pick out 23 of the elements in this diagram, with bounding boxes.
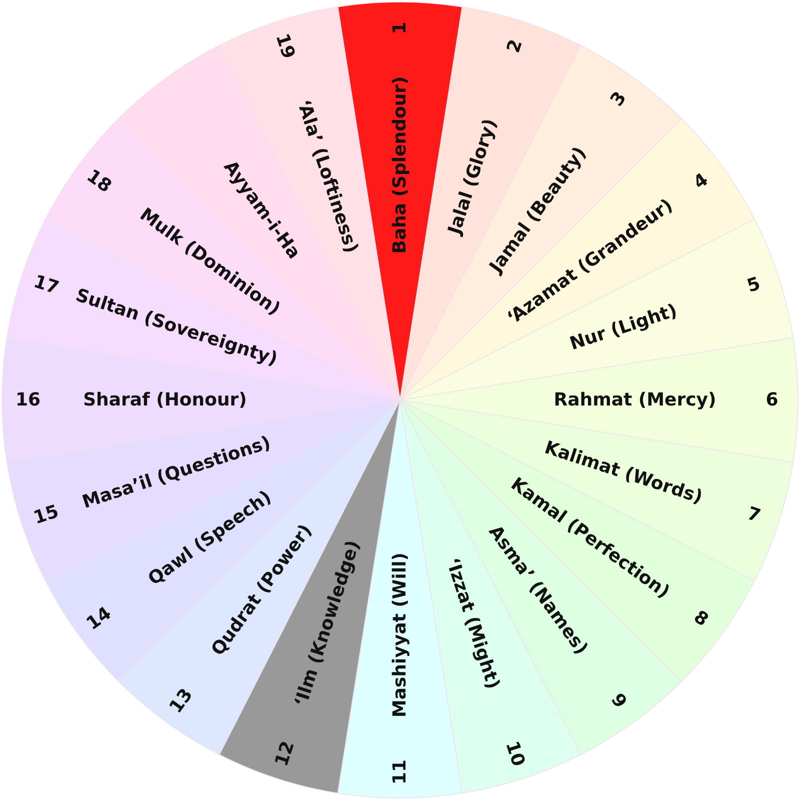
month-name: Mashiyyat (Will) xyxy=(390,552,410,718)
month-number: 16 xyxy=(15,390,41,410)
month-number: 3 xyxy=(606,88,631,110)
month-number: 9 xyxy=(606,690,631,712)
month-number: 17 xyxy=(31,271,62,299)
month-number: 7 xyxy=(744,503,763,527)
month-number: 2 xyxy=(503,37,527,56)
month-number: 19 xyxy=(271,31,299,62)
month-number: 14 xyxy=(82,602,116,635)
month-number: 18 xyxy=(82,165,116,198)
month-name: Sharaf (Honour) xyxy=(83,390,247,410)
month-number: 4 xyxy=(690,169,712,194)
month-number: 8 xyxy=(690,606,712,631)
month-name: Rahmat (Mercy) xyxy=(554,390,716,410)
month-number: 12 xyxy=(271,738,299,769)
month-number: 1 xyxy=(390,22,410,34)
month-number: 10 xyxy=(501,738,529,769)
month-number: 15 xyxy=(31,501,62,529)
month-number: 6 xyxy=(766,390,778,410)
month-number: 13 xyxy=(165,684,198,718)
month-number: 11 xyxy=(390,759,410,785)
month-name: Baha (Splendour) xyxy=(390,76,410,254)
month-number: 5 xyxy=(744,273,763,297)
